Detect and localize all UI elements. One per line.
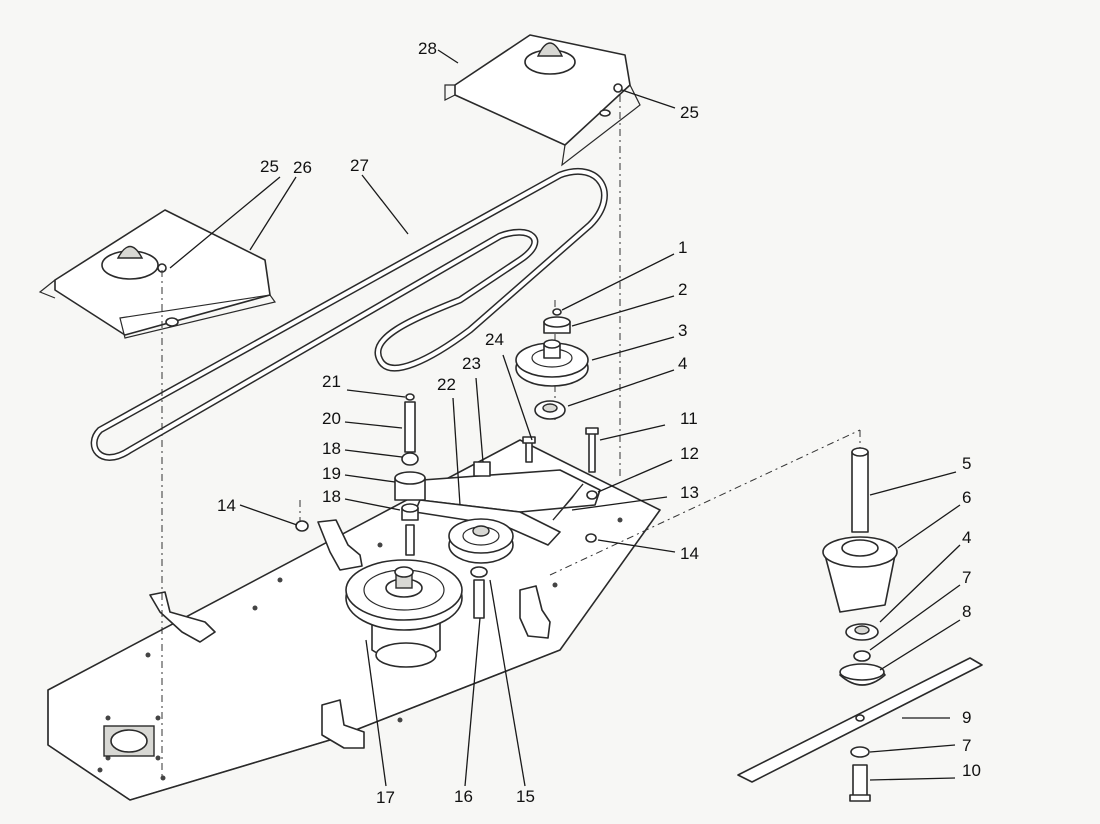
callout-6: 6: [962, 488, 971, 507]
callout-7-upper: 7: [962, 568, 971, 587]
callout-14-left: 14: [217, 496, 236, 515]
callout-labels: 1 2 3 4 11 12 13 14 24 23 22 21 20 18 19…: [217, 39, 981, 807]
callout-17: 17: [376, 788, 395, 807]
callout-5: 5: [962, 454, 971, 473]
spindle-pulley-large: [345, 559, 463, 668]
callout-4-upper: 4: [678, 354, 687, 373]
callout-27: 27: [350, 156, 369, 175]
callout-16: 16: [454, 787, 473, 806]
callout-15: 15: [516, 787, 535, 806]
callout-12: 12: [680, 444, 699, 463]
callout-4-lower: 4: [962, 528, 971, 547]
callout-18-upper: 18: [322, 439, 341, 458]
callout-11: 11: [680, 409, 698, 428]
callout-19: 19: [322, 464, 341, 483]
blade-assembly: [737, 447, 983, 802]
callout-14-right: 14: [680, 544, 699, 563]
callout-28: 28: [418, 39, 437, 58]
callout-26: 26: [293, 158, 312, 177]
belt-cover-right: [444, 34, 641, 167]
callout-24: 24: [485, 330, 504, 349]
callout-7-lower: 7: [962, 736, 971, 755]
callout-18-lower: 18: [322, 487, 341, 506]
callout-13: 13: [680, 483, 699, 502]
callout-20: 20: [322, 409, 341, 428]
callout-10: 10: [962, 761, 981, 780]
callout-23: 23: [462, 354, 481, 373]
callout-22: 22: [437, 375, 456, 394]
callout-8: 8: [962, 602, 971, 621]
idler-pulley: [448, 518, 514, 564]
hardware: [295, 308, 599, 619]
drive-pulley: [515, 339, 589, 387]
belt-cover-left: [38, 209, 277, 339]
callout-21: 21: [322, 372, 341, 391]
callout-25-left: 25: [260, 157, 279, 176]
callout-25-right: 25: [680, 103, 699, 122]
callout-3: 3: [678, 321, 687, 340]
callout-2: 2: [678, 280, 687, 299]
callout-9: 9: [962, 708, 971, 727]
leader-lines: [169, 49, 961, 787]
callout-1: 1: [678, 238, 687, 257]
drive-belt: [90, 167, 608, 461]
